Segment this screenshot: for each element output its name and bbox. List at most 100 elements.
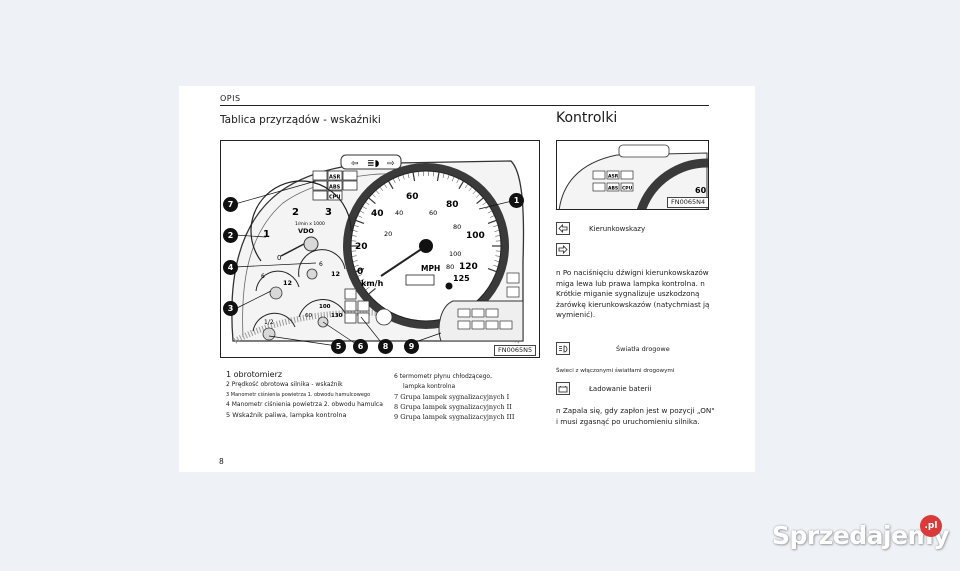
air1-tick-12: 12 — [283, 279, 292, 287]
warning-label-abs: ABS — [329, 185, 341, 191]
mph-tick-100: 100 — [466, 231, 485, 241]
turn-label: Kierunkowskazy — [589, 225, 646, 233]
speedometer-tick — [352, 260, 358, 262]
speedometer-tick — [359, 210, 365, 214]
lamp-group-1 — [312, 170, 358, 201]
speedometer-tick — [383, 183, 388, 189]
mph-tick-40: 40 — [371, 209, 384, 219]
legend-item-6a: 6 termometr płynu chłodzącego, — [394, 373, 492, 380]
speedometer-tick — [362, 282, 367, 286]
speedometer-ticks — [351, 171, 501, 295]
dashboard-figure: ⇦ ≣◗ ⇨ ASR ABS CPU 60 40 80 20 100 120 0… — [220, 140, 540, 358]
tacho-brand: VDO — [298, 227, 314, 235]
speedometer-tick — [355, 268, 365, 273]
turn-right-indicator — [556, 243, 570, 256]
kmh-tick-0: 0 — [357, 267, 363, 277]
lamp-round — [375, 308, 393, 326]
watermark-text: Sprzedajemy — [772, 521, 949, 550]
speedometer-tick — [476, 197, 484, 205]
speedometer-needle — [380, 245, 427, 277]
section-label: OPIS — [220, 94, 241, 103]
speedometer-tick — [451, 176, 455, 182]
arrow-left-icon: ⇦ — [351, 159, 359, 169]
high-beam-label: Światła drogowe — [616, 345, 670, 353]
dashboard-drawing: ⇦ ≣◗ ⇨ ASR ABS CPU 60 40 80 20 100 120 0… — [231, 154, 525, 347]
side-lamps — [506, 272, 520, 298]
lamp-group-3 — [457, 308, 513, 330]
speedometer-tick — [357, 215, 363, 218]
legend-item-6b: lampka kontrolna — [403, 383, 456, 390]
speedometer-tick — [482, 201, 487, 206]
speedometer-tick — [412, 172, 416, 182]
speedometer-tick — [353, 265, 359, 267]
tacho-tick-3: 3 — [325, 207, 332, 218]
speedometer-tick — [417, 171, 419, 177]
battery-indicator — [556, 382, 570, 395]
legend-item-2: 2 Prędkość obrotowa silnika - wskaźnik — [226, 381, 343, 388]
arrow-right-icon — [558, 245, 568, 254]
speedometer-tick — [365, 201, 370, 206]
kmh-tick-60: 60 — [429, 209, 437, 217]
top-indicator-strip — [340, 154, 402, 170]
battery-icon — [558, 385, 568, 392]
speedometer-tick — [355, 219, 365, 224]
kmh-tick-80: 80 — [453, 223, 461, 231]
speedometer-tick — [433, 171, 435, 177]
kmh-tick-20: 20 — [384, 230, 392, 238]
speedometer-tick — [436, 172, 440, 182]
warning-label-asr: ASR — [329, 175, 340, 181]
high-beam-note: Świeci z włączonymi światłami drogowymi — [556, 368, 675, 374]
dashboard-detail-drawing: ASR ABS CPU 60 — [558, 144, 708, 209]
callout-6: 6 — [353, 339, 368, 354]
tacho-hub — [303, 236, 319, 252]
legend-item-1: 1 obrotomierz — [226, 370, 283, 379]
high-beam-indicator — [556, 342, 570, 355]
speedometer-tick — [352, 230, 358, 232]
speedometer-hub — [419, 239, 433, 253]
speedometer-tick — [456, 178, 460, 184]
mph-tick-80: 80 — [446, 200, 459, 210]
speedometer-tick — [368, 287, 376, 295]
speedometer-tick — [489, 215, 495, 218]
callout-9: 9 — [404, 339, 419, 354]
detail-label-asr: ASR — [608, 174, 619, 180]
speedometer-tick — [495, 235, 501, 237]
dashboard-detail-figure: ASR ABS CPU 60 FN0065N4 — [556, 140, 709, 210]
air-gauge-1-arc — [255, 270, 300, 292]
legend-right: 6 termometr płynu chłodzącego, lampka ko… — [394, 372, 554, 422]
mph-tick-60: 60 — [406, 192, 419, 202]
figure-code: FN0065N5 — [494, 345, 537, 356]
speedometer-tick — [493, 265, 499, 267]
callout-5: 5 — [331, 339, 346, 354]
speedometer-tick — [379, 186, 384, 191]
air2-tick-6: 6 — [319, 261, 323, 268]
fuel-gauge-arc — [252, 312, 296, 332]
speedometer-tick — [387, 180, 394, 190]
tacho-tick-2: 2 — [292, 207, 299, 218]
air-gauge-2-hub — [306, 268, 318, 280]
mph-unit: MPH — [421, 264, 440, 273]
speedometer-tick — [458, 180, 465, 190]
speedometer-tick — [365, 286, 370, 291]
speedometer-lamp — [445, 282, 453, 290]
callout-2: 2 — [223, 228, 238, 243]
high-beam-icon: ≣◗ — [367, 159, 380, 169]
warning-label-cpu: CPU — [329, 195, 340, 201]
speedometer-tick — [472, 190, 477, 195]
speedometer-tick — [353, 225, 359, 227]
battery-label: Ładowanie baterii — [589, 385, 652, 393]
tacho-tick-1: 1 — [263, 229, 270, 240]
callout-8: 8 — [378, 339, 393, 354]
detail-label-cpu: CPU — [622, 186, 633, 192]
turn-description: n Po naciśnięciu dźwigni kierunkowskazów… — [556, 268, 710, 319]
fuel-gauge-hub — [262, 327, 276, 341]
speedometer-tick — [493, 225, 499, 227]
speedometer-tick — [392, 178, 396, 184]
legend-item-5: 5 Wskaźnik paliwa, lampka kontrolna — [226, 411, 347, 419]
legend-item-9: 9 Grupa lampek sygnalizacyjnych III — [394, 413, 515, 421]
speedometer-tick — [362, 206, 367, 210]
speedometer-tick — [407, 173, 410, 179]
kmh-unit: km/h — [361, 279, 384, 288]
speedometer-tick — [494, 260, 500, 262]
speedometer-tick — [351, 235, 357, 237]
